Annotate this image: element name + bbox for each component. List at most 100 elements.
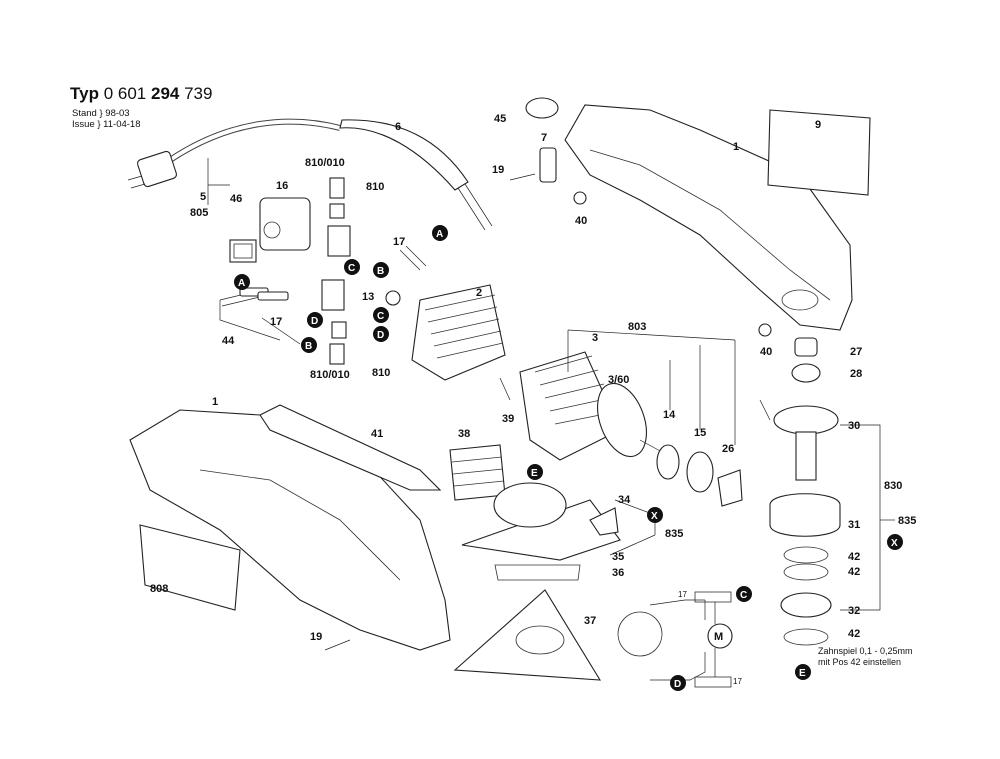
- pad-34-icon: [589, 507, 619, 536]
- label-803: 803: [628, 321, 646, 333]
- type-number-main: 294: [150, 84, 180, 103]
- bearing-15-icon: [686, 451, 714, 493]
- marker-x-right: X: [887, 534, 903, 550]
- armature-icon: [519, 351, 621, 461]
- marker-d-stator-label: D: [377, 330, 384, 341]
- label-19-bottom: 19: [310, 631, 322, 643]
- label-42-a: 42: [848, 551, 860, 563]
- ring-45-icon: [525, 97, 559, 119]
- label-17-schematic-bottom: 17: [733, 677, 742, 686]
- type-number-suffix: 739: [184, 84, 213, 103]
- label-810-top: 810: [366, 181, 384, 193]
- label-42-b: 42: [848, 566, 860, 578]
- label-17-top: 17: [393, 236, 405, 248]
- housing-half-left-icon: [129, 409, 451, 651]
- label-810-bottom: 810: [372, 367, 390, 379]
- marker-b-left: B: [301, 337, 317, 353]
- label-3: 3: [592, 332, 598, 344]
- marker-d-schematic-label: D: [674, 679, 681, 690]
- label-38: 38: [458, 428, 470, 440]
- marker-x-left: X: [647, 507, 663, 523]
- label-28: 28: [850, 368, 862, 380]
- label-31: 31: [848, 519, 860, 531]
- label-27: 27: [850, 346, 862, 358]
- label-17-bottom: 17: [270, 316, 282, 328]
- label-808-icon: [139, 524, 241, 611]
- label-40-bottom: 40: [760, 346, 772, 358]
- marker-e-bottom: E: [795, 664, 811, 680]
- label-34: 34: [618, 494, 631, 506]
- label-36: 36: [612, 567, 624, 579]
- housing-right: [509, 97, 871, 337]
- marker-a-top: A: [432, 225, 448, 241]
- power-cord-assembly: [127, 118, 493, 231]
- clip-36-icon: [494, 564, 581, 581]
- marker-c-switch: C: [344, 259, 360, 275]
- label-6: 6: [395, 121, 401, 133]
- power-plug-icon: [136, 150, 178, 188]
- label-7: 7: [541, 132, 547, 144]
- switch-plate-icon: [229, 239, 257, 263]
- switch-button-7-icon: [539, 147, 557, 183]
- marker-a-top-label: A: [436, 229, 443, 240]
- label-39: 39: [502, 413, 514, 425]
- type-number-prefix: 0 601: [103, 84, 147, 103]
- gear-backlash-note: Zahnspiel 0,1 - 0,25mm mit Pos 42 einste…: [818, 646, 913, 668]
- issue-value: 11-04-18: [103, 119, 141, 130]
- type-number-header: Typ 0 601 294 739: [70, 84, 212, 104]
- marker-e-top: E: [527, 464, 543, 480]
- motor-symbol-label: M: [714, 631, 723, 643]
- bearing-14-icon: [656, 444, 680, 480]
- cord-strain-relief-icon: [339, 119, 469, 191]
- connection-markers: A A B B C C C D D D E E X X: [234, 225, 903, 691]
- marker-c-schematic-label: C: [740, 590, 747, 601]
- stand-issue-block: Stand } 98-03 Issue } 11-04-18: [72, 108, 141, 130]
- marker-e-top-label: E: [531, 468, 538, 479]
- note-line-2: mit Pos 42 einstellen: [818, 657, 902, 667]
- marker-b-top: B: [373, 262, 389, 278]
- typ-label: Typ: [70, 84, 99, 103]
- label-835-right: 835: [898, 515, 916, 527]
- sanding-pad-37-icon: [453, 589, 602, 681]
- wiring-schematic: M: [617, 591, 733, 688]
- label-40-top: 40: [575, 215, 587, 227]
- label-37: 37: [584, 615, 596, 627]
- motor-symbol-icon: [707, 623, 733, 649]
- label-5: 5: [200, 191, 206, 203]
- marker-c-switch-label: C: [348, 263, 355, 274]
- armature: [499, 351, 743, 507]
- label-41: 41: [371, 428, 383, 440]
- label-14: 14: [663, 409, 676, 421]
- issue-label: Issue: [72, 119, 95, 130]
- label-15: 15: [694, 427, 706, 439]
- part-labels: 1 1 2 3 3/60 5 6 7 9 13 14 15 16 17 17 1…: [150, 113, 916, 686]
- label-810-010-bottom: 810/010: [310, 369, 350, 381]
- fan-icon: [597, 382, 647, 458]
- label-42-c: 42: [848, 628, 860, 640]
- bellows-38-icon: [449, 444, 506, 501]
- marker-e-bottom-label: E: [799, 668, 806, 679]
- label-835-left: 835: [665, 528, 683, 540]
- marker-a-left-label: A: [238, 278, 245, 289]
- gear-housing-31-icon: [769, 493, 841, 537]
- marker-d-stator: D: [373, 326, 389, 342]
- marker-c-stator: C: [373, 307, 389, 323]
- housing-half-icon: [564, 104, 853, 331]
- marker-d-schematic: D: [670, 675, 686, 691]
- sanding-plate-assembly: [449, 444, 621, 681]
- sole-hub-icon: [493, 482, 567, 528]
- label-16: 16: [276, 180, 288, 192]
- label-810-010-top: 810/010: [305, 157, 345, 169]
- switch-body-icon: [259, 197, 311, 251]
- label-plate-9-icon: [767, 109, 871, 196]
- label-1-right: 1: [733, 141, 739, 153]
- switch-assembly: [219, 197, 311, 345]
- marker-d-switch: D: [307, 312, 323, 328]
- pinion-26-icon: [717, 469, 743, 507]
- marker-d-switch-label: D: [311, 316, 318, 327]
- housing-left: [129, 404, 451, 651]
- label-2: 2: [476, 287, 482, 299]
- marker-x-right-label: X: [891, 538, 898, 549]
